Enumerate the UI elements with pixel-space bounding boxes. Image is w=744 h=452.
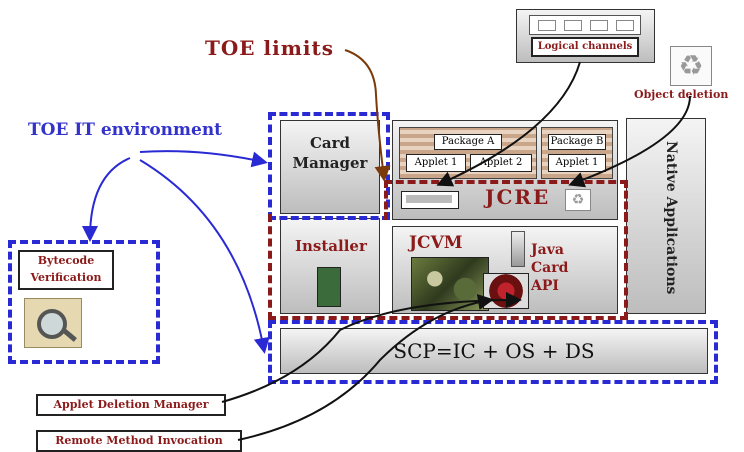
toe-boundary-lower bbox=[268, 214, 628, 320]
env-to-card-manager-arrow bbox=[139, 150, 268, 168]
object-deletion-label: Object deletion bbox=[634, 88, 729, 101]
applet-deletion-manager-arrow bbox=[221, 292, 522, 403]
object-deletion-small-icon: ♻ bbox=[565, 189, 591, 211]
applet-1-cell: Applet 1 bbox=[406, 154, 466, 172]
recycle-icon: ♻ bbox=[670, 46, 712, 86]
api-cup-icon bbox=[511, 231, 525, 267]
applet-deletion-manager-label: Applet Deletion Manager bbox=[36, 394, 226, 416]
remote-method-invocation-arrow bbox=[237, 294, 494, 441]
applet-2-cell: Applet 2 bbox=[470, 154, 532, 172]
package-b-label: Package B bbox=[548, 134, 606, 150]
cap-file-magnifier-icon bbox=[24, 298, 82, 348]
scp-box: SCP=IC + OS + DS bbox=[280, 328, 708, 374]
toe-limits-label: TOE limits bbox=[205, 36, 334, 60]
applet-1b-cell: Applet 1 bbox=[548, 154, 606, 172]
card-manager-box: Card Manager bbox=[280, 120, 380, 214]
jcre-label: JCRE bbox=[485, 185, 551, 209]
logical-channels-arrow bbox=[436, 61, 581, 187]
env-to-bytecode-arrow bbox=[82, 157, 131, 242]
logical-channels-box: Logical channels bbox=[516, 9, 655, 63]
jcre-box: Package A Applet 1 Applet 2 Package B Ap… bbox=[392, 120, 618, 220]
object-deletion-arrow bbox=[568, 95, 691, 188]
channel-slots-icon bbox=[529, 15, 641, 35]
package-b: Package B Applet 1 bbox=[541, 127, 613, 179]
env-to-scp-arrow bbox=[139, 159, 270, 354]
logical-channels-label: Logical channels bbox=[531, 37, 639, 57]
scp-label: SCP=IC + OS + DS bbox=[393, 339, 595, 363]
toe-it-environment-label: TOE IT environment bbox=[28, 120, 223, 140]
installer-box: Installer bbox=[280, 218, 380, 314]
native-applications-box: Native Applications bbox=[626, 118, 706, 314]
bytecode-verification-boundary bbox=[8, 240, 160, 364]
java-card-api-label: Java Card API bbox=[531, 242, 569, 294]
toe-boundary-jcre bbox=[384, 180, 628, 220]
jcvm-label: JCVM bbox=[409, 233, 463, 253]
scp-boundary bbox=[268, 320, 718, 384]
card-manager-label: Card Manager bbox=[292, 134, 368, 172]
bytecode-verification-label: Bytecode Verification bbox=[18, 250, 114, 290]
toe-limits-arrow bbox=[344, 49, 391, 182]
package-a-label: Package A bbox=[434, 134, 502, 150]
remote-method-invocation-label: Remote Method Invocation bbox=[36, 430, 242, 452]
installer-label: Installer bbox=[295, 237, 367, 255]
channel-bar-icon bbox=[401, 191, 459, 209]
installer-chip-icon bbox=[317, 267, 341, 307]
